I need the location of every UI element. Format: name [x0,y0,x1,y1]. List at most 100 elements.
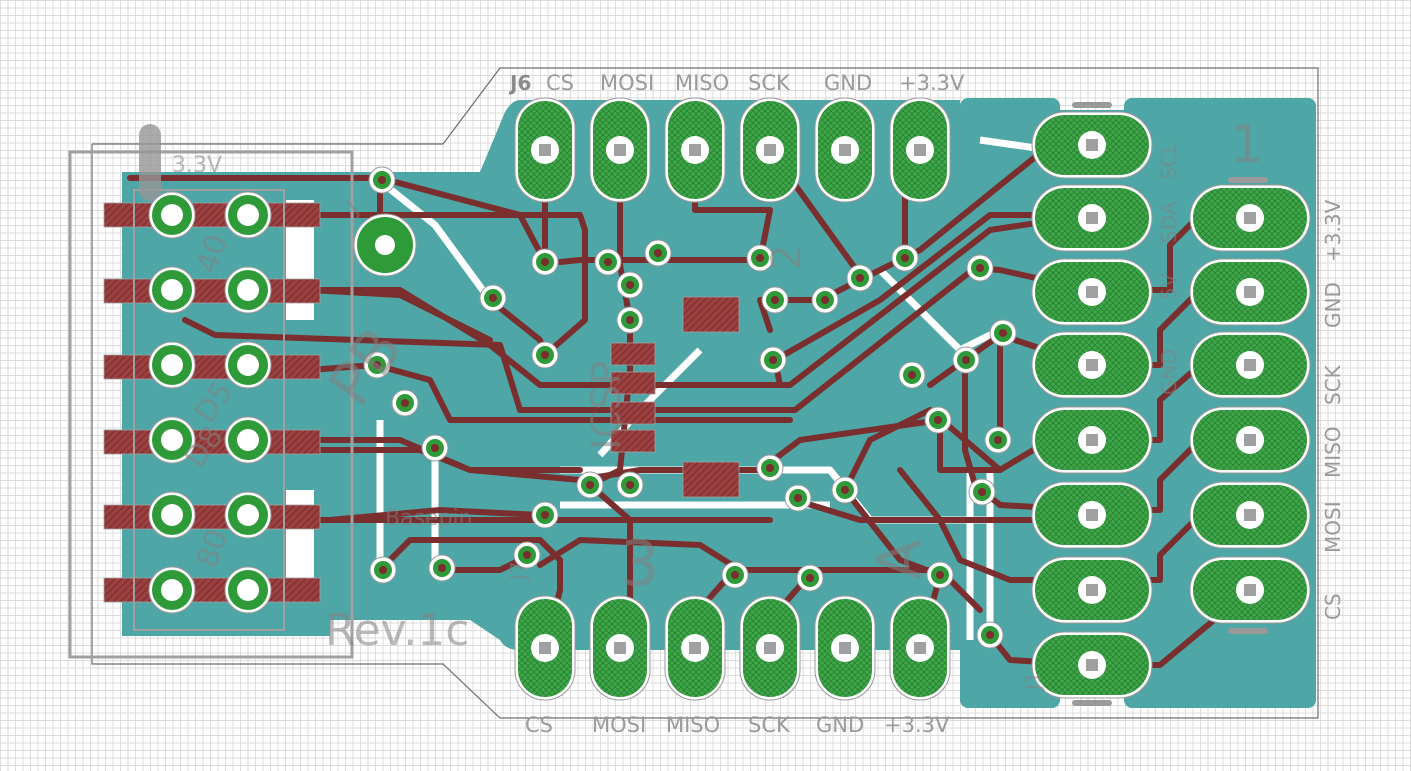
pad [1031,111,1153,179]
via [616,471,644,499]
pad [589,595,651,701]
basepin-label: Basepin [385,506,473,531]
pad [514,97,576,203]
pad [1189,556,1311,624]
right-pin-label: SCK [1321,364,1345,405]
header-bottom-pin-label: SCK [748,713,791,737]
header-top-pin-label: GND [824,71,872,95]
small-ref-label: J7 [506,561,530,582]
connector-label: GND [1157,349,1181,395]
vias [363,166,1017,649]
via [531,501,559,529]
via [644,239,672,267]
header-bottom-pin-label: CS [525,713,553,737]
pad [148,566,196,614]
via [721,561,749,589]
via [391,389,419,417]
header-top-pin-label: +3.3V [899,71,965,95]
via [891,244,919,272]
trace [127,175,548,265]
via [976,621,1004,649]
right-pin-label: +3.3V [1321,199,1345,262]
pad [224,266,272,314]
pad [224,191,272,239]
revision-label: Rev.1c [325,605,469,656]
header-top-pin-label: MOSI [600,71,654,95]
trace [842,407,1003,493]
pad [664,97,726,203]
pad [664,595,726,701]
through-hole-pads [148,97,1311,701]
pad [1189,406,1311,474]
smd-pad [610,342,656,366]
pad [514,595,576,701]
header-bottom-pin-label: GND [816,713,864,737]
trace [117,212,588,358]
pad [1031,481,1153,549]
board-outline [91,67,1319,719]
via [846,264,874,292]
pad [224,416,272,464]
via [368,166,396,194]
pad [1189,331,1311,399]
smd-pad [103,504,321,530]
pad [1031,406,1153,474]
pad [889,595,951,701]
via [616,306,644,334]
pad [224,491,272,539]
via [761,286,789,314]
pad [148,416,196,464]
via [926,561,954,589]
pad [353,213,417,277]
right-pin-label: CS [1321,593,1345,620]
pad [224,341,272,389]
left-module-frame [68,124,354,659]
big-silk-label: 3 [620,527,659,600]
pad [148,266,196,314]
connector-label: SDA [1157,201,1181,243]
via [811,286,839,314]
pad [739,595,801,701]
trace [307,287,493,343]
via [746,244,774,272]
pad [1031,631,1153,699]
pad [1031,331,1153,399]
pad [1031,258,1153,326]
via [784,484,812,512]
header-bottom-pin-label: MISO [666,713,720,737]
header-top-pin-label: CS [546,71,574,95]
via [428,554,456,582]
smd-pad [610,429,656,453]
pad [148,341,196,389]
via [756,454,784,482]
smd-pad [103,577,321,603]
pad [1189,481,1311,549]
connector-bars [1072,102,1268,706]
pad [1189,184,1311,252]
pad [739,97,801,203]
connector-label: 5V [1157,273,1181,300]
via [952,346,980,374]
trace [792,497,1093,523]
big-silk-label: ICSP [584,361,630,450]
via [594,248,622,276]
smd-pad [610,371,656,395]
smd-pad [610,401,656,425]
via [898,361,926,389]
pad [148,191,196,239]
pad [224,566,272,614]
via [759,346,787,374]
pad [889,97,951,203]
via [369,556,397,584]
via [479,284,507,312]
via [796,564,824,592]
trace [307,437,763,483]
pad [148,491,196,539]
via [616,271,644,299]
pin1-marker: 1 [1230,115,1263,175]
pad [1031,556,1153,624]
via [984,426,1012,454]
right-pin-label: MISO [1321,426,1345,478]
trace [182,265,978,413]
